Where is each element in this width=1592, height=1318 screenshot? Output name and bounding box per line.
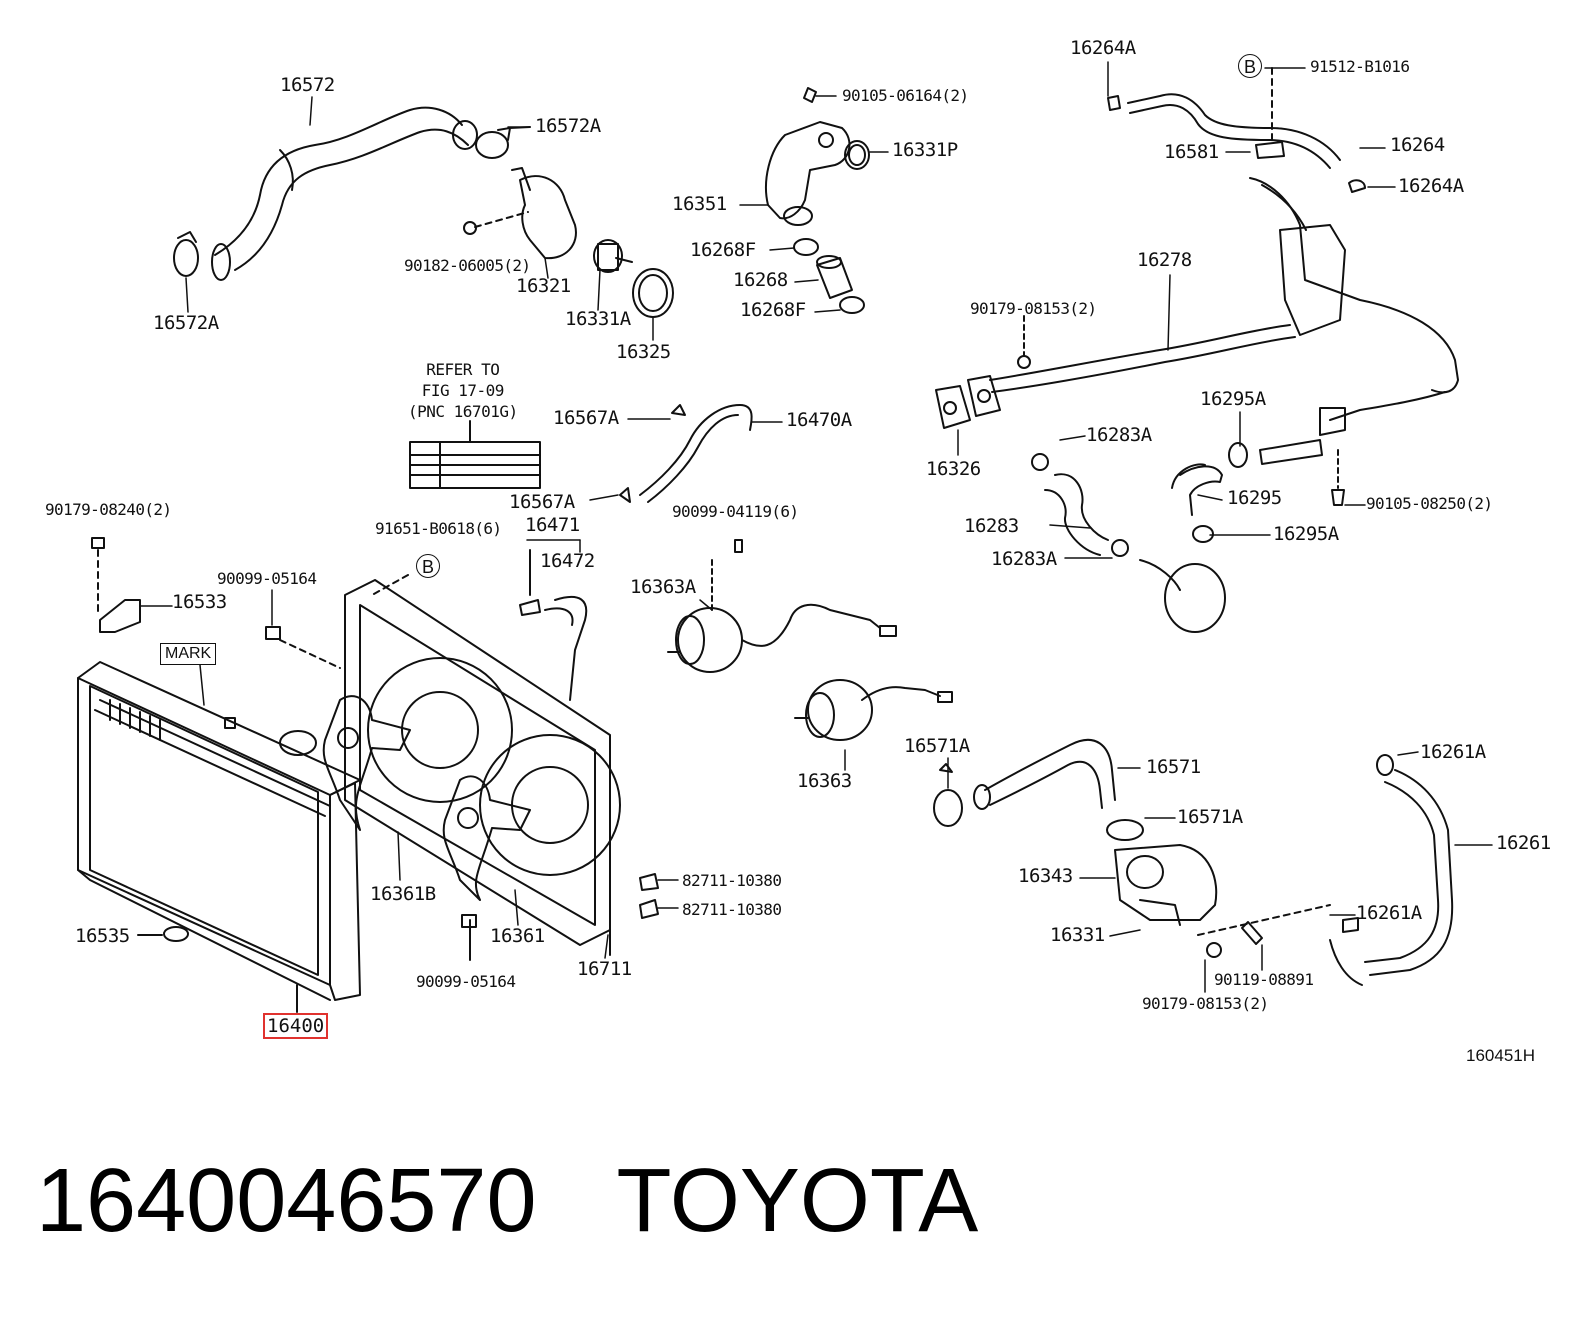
part-label-16268: 16268 bbox=[733, 269, 788, 291]
part-label-16264A-right: 16264A bbox=[1398, 175, 1464, 197]
part-label-16400-highlighted: 16400 bbox=[263, 1013, 329, 1039]
heater-hose-16470A bbox=[619, 404, 753, 503]
water-inlet-16331 bbox=[1114, 844, 1331, 958]
figure-id: 160451H bbox=[1466, 1046, 1536, 1065]
footer-brand: TOYOTA bbox=[616, 1151, 979, 1251]
hose-16571 bbox=[933, 739, 1144, 841]
part-label-16295A-a: 16295A bbox=[1200, 388, 1266, 410]
hose-16472 bbox=[519, 549, 588, 701]
part-label-16264A-top: 16264A bbox=[1070, 37, 1136, 59]
part-label-90179-08153-top: 90179-08153(2) bbox=[970, 299, 1097, 318]
hose-16261 bbox=[1329, 754, 1454, 986]
part-label-16261A-b: 16261A bbox=[1356, 902, 1422, 924]
hose-clamps-16572A bbox=[173, 126, 531, 277]
water-inlet-16321 bbox=[463, 167, 577, 260]
part-label-90099-04119: 90099-04119(6) bbox=[672, 502, 799, 521]
part-label-16363: 16363 bbox=[797, 770, 852, 792]
part-label-16581: 16581 bbox=[1164, 141, 1219, 163]
part-label-16470A: 16470A bbox=[786, 409, 852, 431]
mark-label: MARK bbox=[160, 643, 217, 665]
upper-hose-16572 bbox=[211, 106, 478, 281]
diagram-drawing bbox=[77, 61, 1493, 1013]
part-label-82711-10380-a: 82711-10380 bbox=[682, 871, 782, 890]
part-label-16295A-b: 16295A bbox=[1273, 523, 1339, 545]
part-label-16571A-a: 16571A bbox=[904, 735, 970, 757]
footer-title: 1640046570 TOYOTA bbox=[36, 1150, 978, 1253]
part-label-16351: 16351 bbox=[672, 193, 727, 215]
part-label-90099-05164-a: 90099-05164 bbox=[217, 569, 317, 588]
part-label-16572A-top: 16572A bbox=[535, 115, 601, 137]
part-label-16261: 16261 bbox=[1496, 832, 1551, 854]
part-label-16343: 16343 bbox=[1018, 865, 1073, 887]
part-label-16283: 16283 bbox=[964, 515, 1019, 537]
clips-82711 bbox=[639, 873, 659, 919]
water-bypass-pipe-16278 bbox=[989, 177, 1459, 465]
part-label-90105-06164: 90105-06164(2) bbox=[842, 86, 969, 105]
part-label-90105-08250: 90105-08250(2) bbox=[1366, 494, 1493, 513]
fan-16361B bbox=[322, 695, 411, 831]
part-label-16325: 16325 bbox=[616, 341, 671, 363]
radiator-16400 bbox=[77, 661, 361, 1013]
part-label-16331A: 16331A bbox=[565, 308, 631, 330]
part-label-90182-06005: 90182-06005(2) bbox=[404, 256, 531, 275]
leader-lines bbox=[139, 61, 1493, 993]
part-label-16711: 16711 bbox=[577, 958, 632, 980]
part-label-16471: 16471 bbox=[525, 514, 580, 536]
fan-motor-16363A bbox=[667, 539, 897, 673]
label-plate bbox=[409, 420, 541, 489]
part-label-16283A-a: 16283A bbox=[1086, 424, 1152, 446]
callout-b-top: B bbox=[1238, 54, 1262, 78]
part-label-16326: 16326 bbox=[926, 458, 981, 480]
part-label-16533: 16533 bbox=[172, 591, 227, 613]
part-label-91651-B0618: 91651-B0618(6) bbox=[375, 519, 502, 538]
part-label-16363A: 16363A bbox=[630, 576, 696, 598]
part-label-16268F-a: 16268F bbox=[690, 239, 756, 261]
part-label-16572: 16572 bbox=[280, 74, 335, 96]
part-label-16567A-b: 16567A bbox=[509, 491, 575, 513]
part-label-16535: 16535 bbox=[75, 925, 130, 947]
part-label-16472: 16472 bbox=[540, 550, 595, 572]
part-label-90179-08240: 90179-08240(2) bbox=[45, 500, 172, 519]
part-label-16331P: 16331P bbox=[892, 139, 958, 161]
part-label-91512-B1016: 91512-B1016 bbox=[1310, 57, 1410, 76]
fan-16361 bbox=[442, 775, 531, 961]
part-label-16361B: 16361B bbox=[370, 883, 436, 905]
heater-hose-16264 bbox=[1107, 67, 1366, 193]
callout-b-shroud: B bbox=[416, 554, 440, 578]
part-label-16571A-b: 16571A bbox=[1177, 806, 1243, 828]
fan-motor-16363 bbox=[794, 679, 953, 741]
part-label-16261A-a: 16261A bbox=[1420, 741, 1486, 763]
part-label-16268F-b: 16268F bbox=[740, 299, 806, 321]
hose-16295 bbox=[1171, 442, 1345, 543]
part-label-16278: 16278 bbox=[1137, 249, 1192, 271]
bracket-16533 bbox=[91, 537, 341, 669]
part-label-16567A-a: 16567A bbox=[553, 407, 619, 429]
part-label-16264: 16264 bbox=[1390, 134, 1445, 156]
part-label-16321: 16321 bbox=[516, 275, 571, 297]
hose-16283 bbox=[1031, 453, 1226, 633]
refer-note: REFER TO FIG 17-09 (PNC 16701G) bbox=[408, 360, 518, 421]
part-label-16361: 16361 bbox=[490, 925, 545, 947]
part-label-90099-05164-b: 90099-05164 bbox=[416, 972, 516, 991]
part-label-16331: 16331 bbox=[1050, 924, 1105, 946]
footer-part-number: 1640046570 bbox=[36, 1151, 537, 1251]
part-label-16295: 16295 bbox=[1227, 487, 1282, 509]
bypass-pipe-16268 bbox=[793, 238, 865, 314]
gasket-16326 bbox=[935, 315, 1031, 429]
part-label-90119-08891: 90119-08891 bbox=[1214, 970, 1314, 989]
part-label-82711-10380-b: 82711-10380 bbox=[682, 900, 782, 919]
part-label-16571: 16571 bbox=[1146, 756, 1201, 778]
part-label-16572A-left: 16572A bbox=[153, 312, 219, 334]
part-label-16283A-b: 16283A bbox=[991, 548, 1057, 570]
thermostat-16331A bbox=[593, 239, 674, 318]
part-label-90179-08153-bottom: 90179-08153(2) bbox=[1142, 994, 1269, 1013]
water-outlet-16351 bbox=[764, 87, 870, 226]
